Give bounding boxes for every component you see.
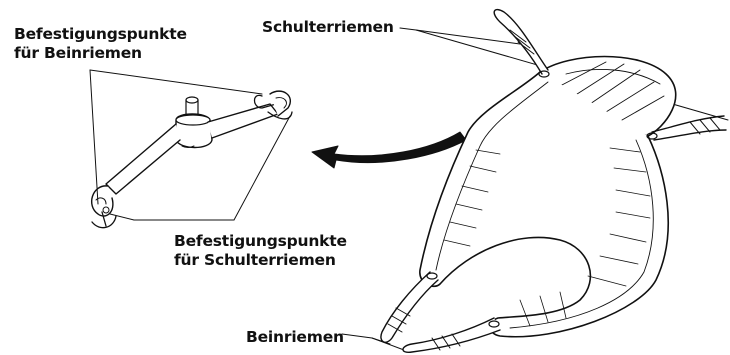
patient-sling — [381, 10, 726, 353]
label-shoulder-strap-attachment-points: Befestigungspunkte für Schulterriemen — [174, 232, 347, 270]
curved-arrow — [312, 132, 466, 168]
spreader-bar — [92, 91, 292, 228]
label-line-1: Befestigungspunkte — [174, 232, 347, 251]
label-line-2: für Schulterriemen — [174, 251, 347, 270]
label-line-1: Befestigungspunkte — [14, 25, 187, 44]
label-shoulder-straps: Schulterriemen — [262, 18, 394, 37]
label-leg-straps: Beinriemen — [246, 328, 344, 347]
label-line-2: für Beinriemen — [14, 44, 187, 63]
label-leg-strap-attachment-points: Befestigungspunkte für Beinriemen — [14, 25, 187, 63]
